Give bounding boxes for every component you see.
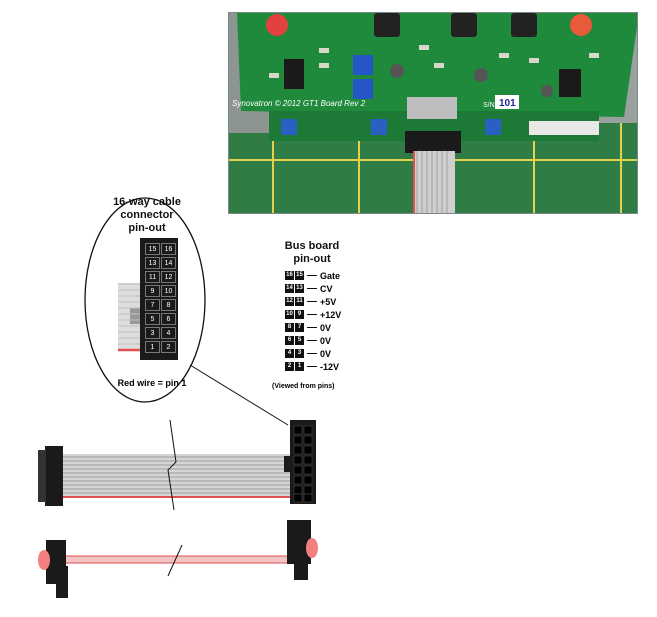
viewed-from-pins-note: (Viewed from pins)	[272, 383, 335, 390]
bus-pin-label: 0V	[320, 335, 332, 346]
bus-pin-connector-line	[307, 301, 317, 302]
led-left	[266, 14, 288, 36]
pcb-photo: Synovatron © 2012 GT1 Board Rev 2 S/N 10…	[228, 12, 638, 214]
bus-pin-a: 8	[285, 323, 294, 332]
bus-pin-connector-line	[307, 314, 317, 315]
bus-pin-a: 16	[285, 271, 294, 280]
bus-pin-connector-line	[307, 327, 317, 328]
bus-pin-connector-line	[307, 288, 317, 289]
bus-pin-a: 14	[285, 284, 294, 293]
bus-pin-a: 6	[285, 336, 294, 345]
bus-pin-label: -12V	[320, 361, 340, 372]
bus-pin-b: 13	[295, 284, 304, 293]
bus-pin-connector-line	[307, 275, 317, 276]
bus-board-title: Bus board pin-out	[276, 240, 348, 266]
pin-number: 1	[145, 341, 160, 353]
serial-number: 101	[499, 98, 516, 109]
bus-pin-b: 15	[295, 271, 304, 280]
zoom-ellipse	[84, 197, 206, 403]
bus-pin-a: 12	[285, 297, 294, 306]
ribbon-cable-side-view	[38, 520, 318, 598]
pin-number: 16	[161, 243, 176, 255]
serial-label: S/N	[483, 102, 495, 109]
bus-pin-b: 7	[295, 323, 304, 332]
bus-pin-label: CV	[320, 283, 333, 294]
pin-number: 12	[161, 271, 176, 283]
bus-pin-label: 0V	[320, 348, 332, 359]
pin-number: 7	[145, 299, 160, 311]
bus-pin-b: 5	[295, 336, 304, 345]
pin-number: 3	[145, 327, 160, 339]
trimmer	[353, 55, 373, 75]
pin-number: 13	[145, 257, 160, 269]
title-line-3: pin-out	[128, 222, 166, 234]
bus-pin-a: 2	[285, 362, 294, 371]
pin-number: 2	[161, 341, 176, 353]
zoom-line	[189, 364, 289, 426]
bus-title-line-1: Bus board	[284, 240, 340, 252]
bus-pin-a: 4	[285, 349, 294, 358]
pin-number: 6	[161, 313, 176, 325]
ribbon-connector	[405, 131, 461, 153]
bus-pin-label: 0V	[320, 322, 332, 333]
pin-number: 8	[161, 299, 176, 311]
pin-number: 9	[145, 285, 160, 297]
pin-number: 15	[145, 243, 160, 255]
bus-pin-connector-line	[307, 366, 317, 367]
pcb-photo-drawing: Synovatron © 2012 GT1 Board Rev 2 S/N 10…	[229, 13, 637, 213]
bus-pin-b: 1	[295, 362, 304, 371]
bus-title-line-2: pin-out	[293, 253, 331, 265]
bus-pin-a: 10	[285, 310, 294, 319]
potentiometers	[374, 13, 537, 37]
bus-pin-label: Gate	[320, 270, 341, 281]
bus-pin-connector-line	[307, 353, 317, 354]
bus-pin-b: 3	[295, 349, 304, 358]
ribbon-cable	[413, 151, 455, 213]
led-right	[570, 14, 592, 36]
cable-connector-title: 16-way cable connector pin-out	[112, 196, 182, 235]
title-line-1: 16-way cable	[113, 196, 181, 208]
bus-pin-label: +12V	[320, 309, 342, 320]
pin-number: 14	[161, 257, 176, 269]
ribbon-cable	[38, 419, 316, 511]
pin-number: 10	[161, 285, 176, 297]
bus-pin-b: 11	[295, 297, 304, 306]
bus-pin-connector-line	[307, 340, 317, 341]
pin-number: 4	[161, 327, 176, 339]
bus-pin-label: +5V	[320, 296, 337, 307]
pin-number: 5	[145, 313, 160, 325]
bus-pin-b: 9	[295, 310, 304, 319]
red-wire-note: Red wire = pin 1	[117, 378, 187, 388]
board-text: Synovatron © 2012 GT1 Board Rev 2	[232, 99, 366, 108]
pin-number: 11	[145, 271, 160, 283]
title-line-2: connector	[120, 209, 174, 221]
